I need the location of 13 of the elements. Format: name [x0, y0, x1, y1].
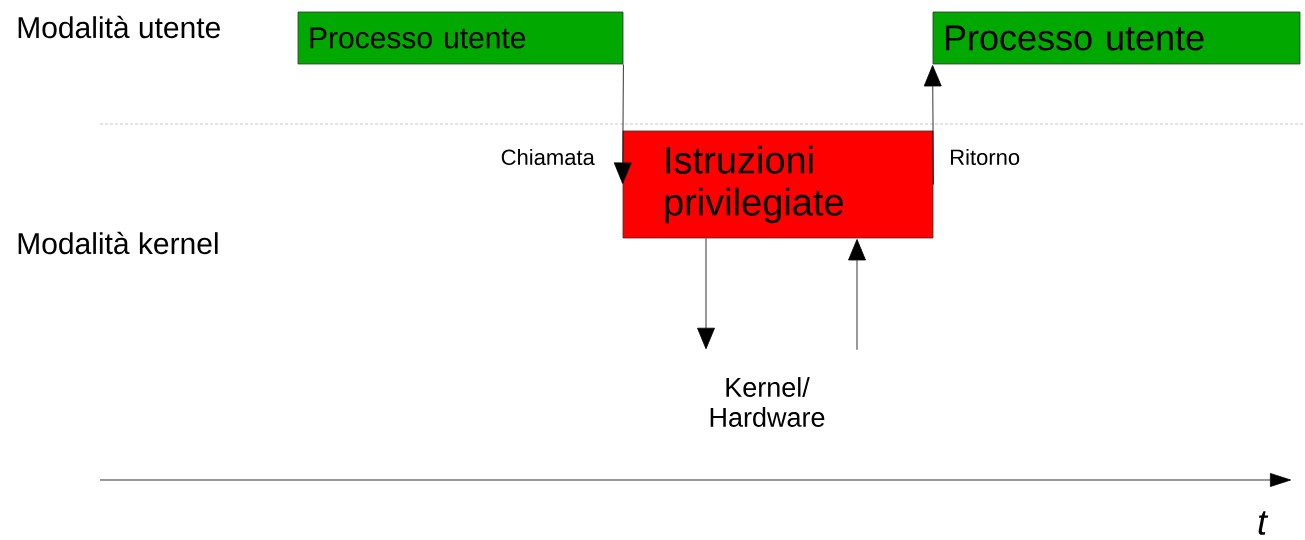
arrow: [697, 238, 715, 350]
arrow: [613, 64, 632, 184]
arrow: [923, 65, 942, 185]
edge-label: Ritorno: [951, 148, 1020, 166]
mode-label: Modalità utente: [18, 15, 220, 39]
process-box: Istruzioni privilegiate: [622, 130, 934, 239]
arrow: [848, 239, 866, 351]
process-box: Processo utente: [932, 11, 1301, 65]
mode-label: Modalità kernel: [18, 231, 218, 255]
edge-label: Chiamata: [501, 148, 595, 166]
axis-label: t: [1258, 511, 1269, 535]
component-label: Kernel/ Hardware: [710, 377, 825, 427]
process-box: Processo utente: [297, 11, 624, 65]
